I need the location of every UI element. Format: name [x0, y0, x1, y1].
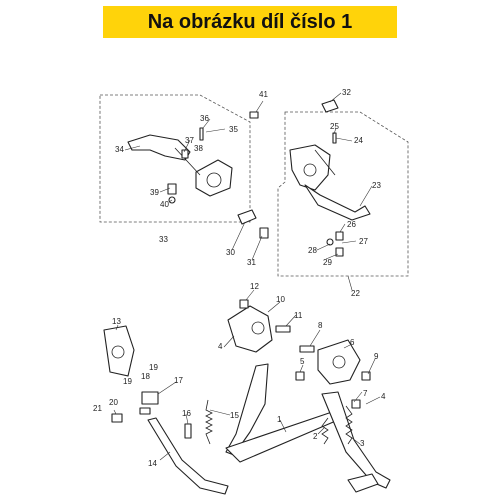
callout-23: 23: [372, 181, 381, 190]
callout-20: 20: [109, 398, 118, 407]
callout-41: 41: [259, 90, 268, 99]
callout-labels: 41 32 36 35 37 38 34 39 40 25 24 23 26 2…: [93, 88, 386, 468]
callout-3: 3: [360, 439, 365, 448]
callout-19-upper: 19: [149, 363, 158, 372]
callout-30: 30: [226, 248, 235, 257]
callout-11: 11: [294, 311, 303, 320]
callout-31: 31: [247, 258, 256, 267]
callout-32: 32: [342, 88, 351, 97]
side-stand: [103, 325, 229, 495]
callout-34: 34: [115, 145, 124, 154]
callout-19-lower: 19: [123, 377, 132, 386]
callout-leaders: [113, 92, 381, 461]
callout-40: 40: [160, 200, 169, 209]
group-label-33: 33: [159, 235, 168, 244]
callout-10: 10: [276, 295, 285, 304]
callout-25: 25: [330, 122, 339, 131]
callout-14: 14: [148, 459, 157, 468]
callout-26: 26: [347, 220, 356, 229]
title-banner: Na obrázku díl číslo 1: [103, 6, 397, 38]
callout-37: 37: [185, 136, 194, 145]
right-assembly-frame: [277, 111, 409, 277]
callout-18: 18: [141, 372, 150, 381]
callout-1: 1: [277, 415, 282, 424]
callout-4-lower: 4: [381, 392, 386, 401]
callout-21: 21: [93, 404, 102, 413]
callout-4-upper: 4: [218, 342, 223, 351]
callout-7: 7: [363, 389, 368, 398]
center-stand: [225, 305, 391, 493]
callout-6: 6: [350, 338, 355, 347]
left-footrest-bracket: [127, 134, 233, 197]
callout-27: 27: [359, 237, 368, 246]
group-label-22: 22: [351, 289, 360, 298]
callout-2: 2: [313, 432, 318, 441]
callout-38: 38: [194, 144, 203, 153]
right-small-parts: [237, 132, 344, 257]
right-footrest-bracket: [289, 99, 371, 221]
callout-12: 12: [250, 282, 259, 291]
callout-5: 5: [300, 357, 305, 366]
left-assembly-frame: [99, 94, 251, 223]
callout-8: 8: [318, 321, 323, 330]
callout-29: 29: [323, 258, 332, 267]
callout-17: 17: [174, 376, 183, 385]
callout-9: 9: [374, 352, 379, 361]
page-title: Na obrázku díl číslo 1: [147, 10, 353, 33]
callout-15: 15: [230, 411, 239, 420]
callout-24: 24: [354, 136, 363, 145]
callout-36: 36: [200, 114, 209, 123]
center-stand-small-parts: [239, 299, 371, 409]
callout-35: 35: [229, 125, 238, 134]
callout-13: 13: [112, 317, 121, 326]
callout-28: 28: [308, 246, 317, 255]
callout-16: 16: [182, 409, 191, 418]
side-stand-spring: [184, 399, 213, 445]
callout-39: 39: [150, 188, 159, 197]
